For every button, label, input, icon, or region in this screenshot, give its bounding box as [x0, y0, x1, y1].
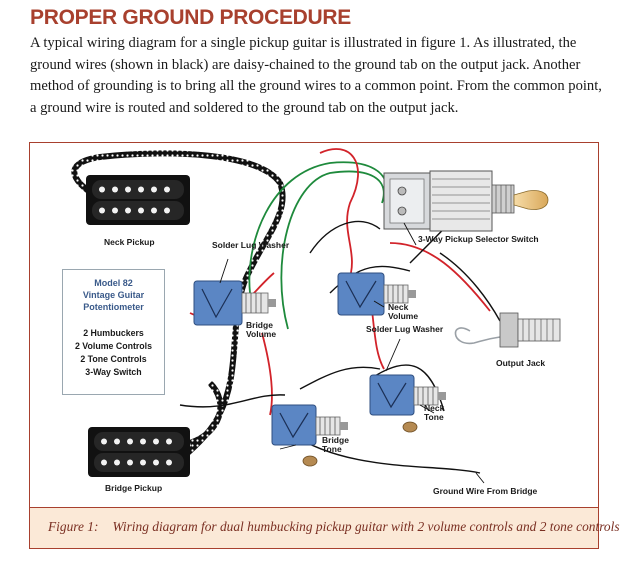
section-title: PROPER GROUND PROCEDURE [30, 6, 351, 29]
bridge-tone-pot [271, 404, 348, 467]
bridge-braided-cable [188, 380, 224, 446]
info-heading-line: Potentiometer [83, 302, 144, 312]
ground-wire-1 [179, 394, 286, 408]
label-selector-switch: 3-Way Pickup Selector Switch [418, 234, 539, 244]
ground-wire-4 [439, 252, 501, 322]
figure-frame: Neck Pickup Bridge Pickup Solder Lug Was… [29, 142, 620, 549]
info-list-item: 3-Way Switch [85, 367, 142, 377]
info-list-item: 2 Humbuckers [83, 328, 144, 338]
label-neck-tone-1: Neck [424, 403, 445, 413]
figure-number: Figure 1: [48, 519, 99, 534]
output-jack [499, 312, 561, 348]
green-wire-2 [248, 161, 388, 294]
ground-wire-8 [309, 220, 381, 254]
label-solder-lug-washer-2: Solder Lug Washer [366, 324, 444, 334]
neck-volume-pot [337, 272, 416, 316]
red-wire-selector [319, 148, 359, 284]
neck-tone-pot [369, 374, 446, 433]
info-list-item: 2 Volume Controls [74, 341, 153, 351]
selector-switch [383, 170, 549, 232]
figure-caption-text: Wiring diagram for dual humbucking picku… [112, 519, 620, 534]
green-wire-1 [280, 170, 385, 330]
label-ground-wire: Ground Wire From Bridge [433, 486, 538, 496]
label-neck-tone-2: Tone [424, 412, 444, 422]
info-heading-line: Model 82 [94, 278, 133, 288]
label-output-jack: Output Jack [496, 358, 546, 368]
figure-caption: Figure 1: Wiring diagram for dual humbuck… [48, 519, 620, 535]
caption-band: Figure 1: Wiring diagram for dual humbuck… [30, 507, 620, 548]
info-heading-line: Vintage Guitar [82, 290, 145, 300]
bridge-volume-pot [193, 280, 276, 326]
neck-pickup [86, 175, 190, 225]
bridge-pickup [88, 427, 190, 477]
info-list-item: 2 Tone Controls [80, 354, 147, 364]
gray-wire-jack [454, 327, 501, 345]
label-bridge-pickup: Bridge Pickup [105, 483, 163, 493]
red-wire-bridge-tone [261, 332, 273, 416]
label-bridge-tone-1: Bridge [322, 435, 349, 445]
label-neck-volume-1: Neck [388, 302, 409, 312]
label-bridge-tone-2: Tone [322, 444, 342, 454]
info-box-heading: Model 82 Vintage Guitar Potentiometer [63, 277, 164, 313]
ground-wire-6 [289, 432, 481, 474]
label-bridge-volume-2: Volume [246, 329, 277, 339]
intro-paragraph: A typical wiring diagram for a single pi… [30, 35, 602, 116]
info-box: Model 82 Vintage Guitar Potentiometer 2 … [62, 269, 165, 395]
label-bridge-volume-1: Bridge [246, 320, 273, 330]
info-box-list: 2 Humbuckers 2 Volume Controls 2 Tone Co… [63, 327, 164, 379]
red-wire-jack [389, 242, 491, 312]
label-neck-volume-2: Volume [388, 311, 419, 321]
ground-wire-2 [299, 366, 381, 390]
label-solder-lug-washer-1: Solder Lug Washer [212, 240, 290, 250]
wiring-diagram [71, 148, 561, 484]
label-arrows [219, 222, 485, 484]
label-neck-pickup: Neck Pickup [104, 237, 155, 247]
